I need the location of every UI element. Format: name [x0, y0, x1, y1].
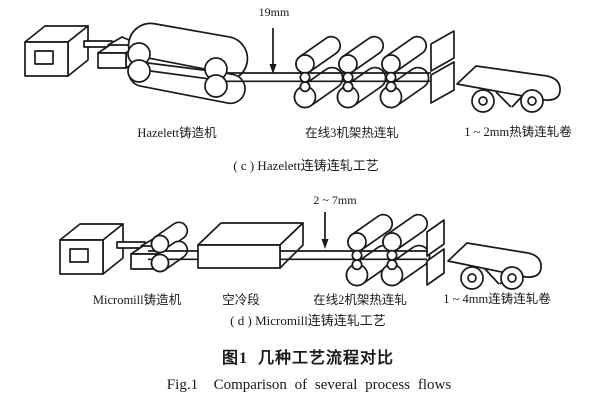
thickness-label-d: 2 ~ 7mm — [313, 193, 357, 207]
thickness-label-c: 19mm — [258, 5, 290, 19]
caster-pulleys-drawing — [127, 42, 228, 98]
coiler-c-drawing — [456, 65, 561, 113]
coiler-d-drawing — [447, 242, 542, 290]
figure-title-en: Fig.1 Comparison of several process flow… — [166, 377, 452, 393]
caster-label-d: Micromill铸造机 — [92, 293, 182, 307]
diagram-c-drawing — [24, 22, 561, 113]
thickness-arrow-c — [269, 28, 277, 74]
mill-label-d: 在线2机架热连轧 — [313, 293, 407, 307]
caster-label-c: Hazelett铸造机 — [137, 126, 217, 140]
cooling-box-drawing — [197, 222, 304, 269]
cooling-label-d: 空冷段 — [222, 293, 260, 307]
mill-label-c: 在线3机架热连轧 — [305, 126, 399, 140]
coil-label-c: 1 ~ 2mm热铸连轧卷 — [464, 125, 572, 139]
diagram-d-drawing — [59, 210, 542, 291]
caption-c: ( c ) Hazelett连铸连轧工艺 — [233, 158, 379, 173]
guide-plates-d-drawing — [426, 219, 445, 286]
figure-title-zh: 图1 几种工艺流程对比 — [221, 350, 395, 367]
melt-box-d-drawing — [59, 223, 124, 275]
guide-plates-c-drawing — [430, 30, 455, 104]
strip-d-drawing — [148, 250, 427, 261]
melt-box-drawing — [24, 25, 89, 77]
caption-d: ( d ) Micromill连铸连轧工艺 — [230, 313, 386, 328]
strip-c-drawing — [227, 72, 431, 83]
thickness-arrow-d — [321, 212, 329, 249]
coil-label-d: 1 ~ 4mm连铸连轧卷 — [443, 292, 551, 306]
